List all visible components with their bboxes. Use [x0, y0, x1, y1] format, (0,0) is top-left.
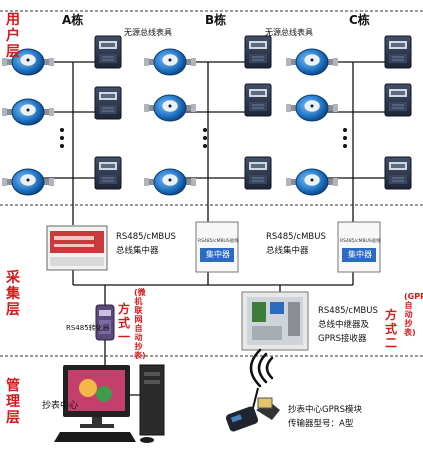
mode2-subtitle: (GPRS自动抄表) — [404, 292, 423, 337]
concentrator-badge: 集中器 — [206, 250, 230, 259]
layer-label-manage: 管理层 — [6, 378, 20, 426]
concentrator-badge-small: RS485/cMBUS总线 — [340, 239, 381, 244]
relay-line1: RS485/cMBUS — [318, 306, 378, 316]
layer-label-user: 用户层 — [6, 12, 20, 60]
concentrator-a-line2: 总线集中器 — [116, 246, 159, 256]
signal-wave-icon — [249, 348, 274, 388]
mode1-title: 方式一 — [118, 302, 131, 344]
computer-icon — [54, 364, 165, 443]
relay-line3: GPRS接收器 — [318, 334, 367, 344]
relay-cabinet-icon — [241, 291, 309, 351]
center-label: 抄表中心 — [42, 401, 79, 411]
converter-label: RS485转化器 — [66, 324, 110, 332]
concentrator-badge-small: RS485/cMBUS总线 — [198, 239, 239, 244]
building-label-b: B栋 — [205, 13, 227, 27]
gprs-text: 抄表中心GPRS模块 传输器型号：A型 — [288, 403, 362, 431]
layer-label-collect: 采集层 — [6, 270, 20, 318]
concentrator-a-text: RS485/cMBUS 总线集中器 — [116, 230, 176, 258]
building-label-a: A栋 — [62, 13, 84, 27]
building-label-c: C栋 — [349, 13, 370, 27]
concentrator-box-icon — [195, 221, 381, 273]
relay-text: RS485/cMBUS 总线中继器及 GPRS接收器 — [318, 304, 378, 346]
concentrator-a-line1: RS485/cMBUS — [116, 232, 176, 242]
concentrator-b-text: RS485/cMBUS 总线集中器 — [266, 230, 326, 258]
water-meter-icon — [1, 48, 339, 196]
converter-icon — [95, 304, 115, 341]
concentrator-badge: 集中器 — [348, 250, 372, 259]
meter-title-a: 无源总线表具 — [124, 28, 172, 37]
meter-title-b: 无源总线表具 — [265, 28, 313, 37]
concentrator-b-line2: 总线集中器 — [266, 246, 309, 256]
gprs-module-icon — [225, 387, 280, 432]
mode2-title: 方式二 — [385, 308, 398, 350]
concentrator-b-line1: RS485/cMBUS — [266, 232, 326, 242]
concentrator-box-icon — [46, 225, 108, 271]
gprs-line2: 传输器型号：A型 — [288, 419, 354, 429]
relay-line2: 总线中继器及 — [318, 320, 370, 330]
gprs-line1: 抄表中心GPRS模块 — [288, 405, 363, 415]
mode1-subtitle: (微机联网自动抄表) — [134, 288, 146, 360]
